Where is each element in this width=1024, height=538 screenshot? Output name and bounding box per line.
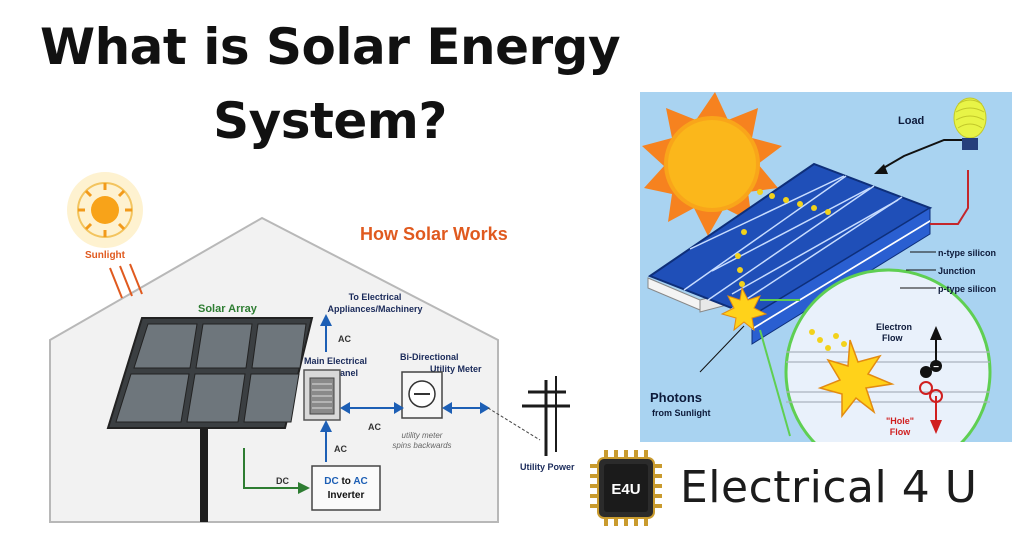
photon-burst-icon-large	[817, 339, 895, 419]
how-solar-works-heading: How Solar Works	[360, 224, 508, 244]
sky-background	[640, 92, 1012, 442]
sunlight-label: Sunlight	[85, 250, 126, 261]
solar-array-label: Solar Array	[198, 303, 258, 315]
utility-meter	[401, 371, 443, 419]
main-panel-label-1: Main Electrical	[304, 356, 367, 366]
how-solar-works-diagram: Sunlight How Solar Works Solar Array To …	[49, 172, 575, 523]
dc-label: DC	[276, 476, 289, 486]
load-label: Load	[898, 115, 924, 127]
hole-flow-label-1: "Hole"	[886, 416, 914, 426]
inverter-label-2: Inverter	[328, 490, 365, 501]
meter-note-2: spins backwards	[392, 441, 451, 450]
inverter-box	[311, 465, 381, 511]
bidirectional-label-1: Bi-Directional	[400, 352, 459, 362]
ac-label-top: AC	[338, 334, 351, 344]
svg-text:−: −	[933, 362, 939, 373]
utility-power-label: Utility Power	[520, 462, 575, 472]
hole-arrow-icon	[930, 420, 942, 434]
page-title-line2: System?	[213, 92, 447, 150]
utility-pole-icon	[522, 376, 570, 456]
hole-flow-label-2: Flow	[890, 427, 911, 437]
meter-note-1: utility meter	[402, 431, 443, 440]
to-electrical-label-1: To Electrical	[349, 292, 402, 302]
right-arrow-icon	[394, 402, 404, 414]
sun-icon-large	[642, 92, 782, 236]
dc-arrow-icon	[298, 482, 310, 494]
photon-burst-icon	[720, 286, 768, 332]
inverter-label-1: DC to AC	[324, 476, 368, 487]
solar-array	[106, 317, 314, 522]
sunlight-rays-icon	[109, 263, 143, 299]
page-title-line1: What is Solar Energy	[39, 18, 621, 76]
n-type-label: n-type silicon	[938, 248, 996, 258]
ac-label-mid: AC	[368, 422, 381, 432]
electron-flow-label-1: Electron	[876, 322, 912, 332]
brand-name: Electrical 4 U	[680, 462, 978, 513]
bidirectional-label-2: Utility Meter	[430, 364, 482, 374]
ac-label-bottom: AC	[334, 444, 347, 454]
left-arrow-icon	[340, 402, 350, 414]
solar-cell-panel	[647, 162, 933, 318]
lightbulb-icon	[953, 97, 987, 150]
photons-label-1: Photons	[650, 390, 702, 405]
junction-label: Junction	[938, 266, 976, 276]
photon-dots	[735, 189, 831, 287]
photons-label-2: from Sunlight	[652, 408, 711, 418]
main-panel-label-2: Panel	[334, 368, 358, 378]
main-electrical-panel	[303, 369, 341, 421]
sun-icon	[67, 172, 143, 248]
to-electrical-label-2: Appliances/Machinery	[327, 304, 422, 314]
up-arrow-icon	[320, 314, 332, 326]
p-type-label: p-type silicon	[938, 284, 996, 294]
magnified-junction-view	[784, 268, 992, 442]
electron-arrow-icon	[930, 326, 942, 340]
electron-flow-label-2: Flow	[882, 333, 903, 343]
